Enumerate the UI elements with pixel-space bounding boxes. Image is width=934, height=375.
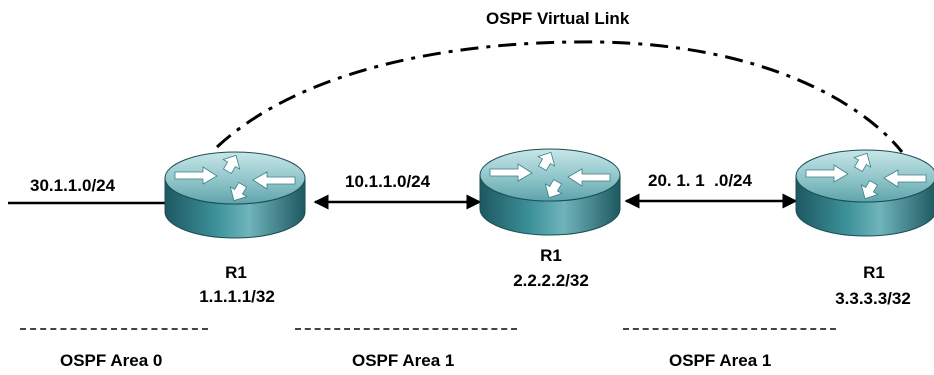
- area-1b-divider: [623, 328, 836, 330]
- router-3-name: R1: [863, 263, 885, 282]
- router-3-loopback: 3.3.3.3/32: [835, 289, 911, 308]
- router-icon[interactable]: [795, 148, 934, 237]
- router-icon[interactable]: [164, 150, 306, 239]
- router-1-loopback: 1.1.1.1/32: [199, 287, 275, 306]
- virtual-link-curve: [215, 40, 904, 153]
- area-label: OSPF Area 1: [352, 351, 455, 370]
- link-r1-r2-label: 10.1.1.0/24: [345, 172, 431, 191]
- link-r2-r3-label: 20. 1. 1 .0/24: [648, 171, 752, 190]
- area-1-divider: [295, 328, 517, 330]
- external-network-label: 30.1.1.0/24: [30, 176, 116, 195]
- area-label: OSPF Area 0: [60, 351, 163, 370]
- area-label: OSPF Area 1: [669, 351, 772, 370]
- router-2-loopback: 2.2.2.2/32: [513, 271, 589, 290]
- router-1-name: R1: [225, 263, 247, 282]
- area-0-divider: [20, 328, 208, 330]
- router-icon[interactable]: [479, 147, 621, 236]
- virtual-link-label: OSPF Virtual Link: [486, 9, 630, 28]
- router-2-name: R1: [540, 246, 562, 265]
